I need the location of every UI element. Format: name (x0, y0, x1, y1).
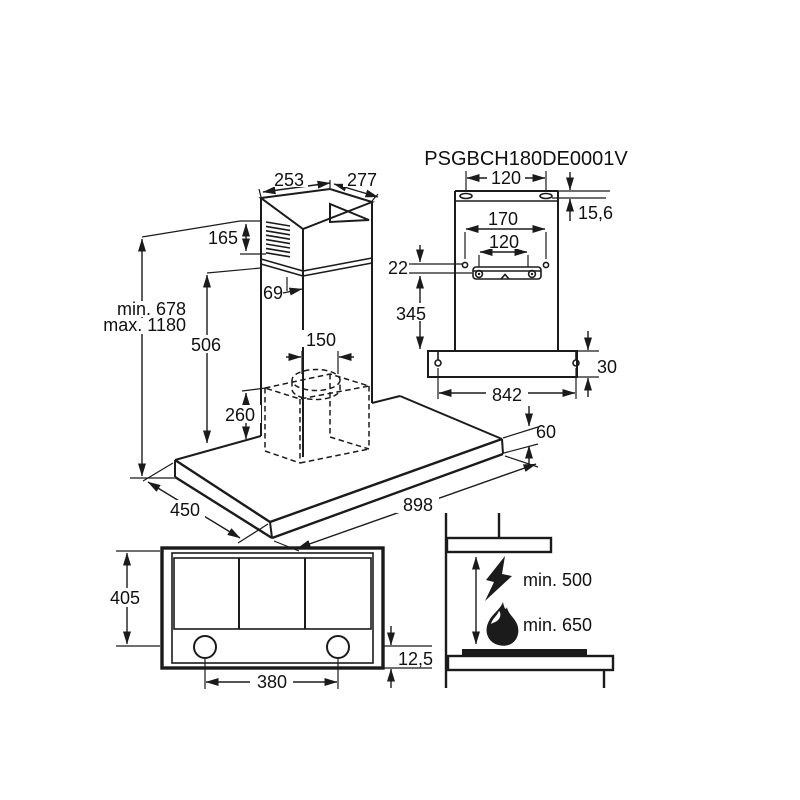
dim-lower-chimney-label: 506 (191, 335, 221, 355)
lightning-icon (485, 556, 512, 601)
motor-box-hidden (262, 373, 370, 464)
dim-top-slot-offset-label: 15,6 (578, 203, 613, 223)
dim-wall-hole-spacing: 170 (464, 209, 547, 259)
gas-clearance-label: min. 650 (523, 615, 592, 635)
hood-underside (160, 546, 385, 670)
mounting-bracket (472, 266, 542, 280)
dim-lamp-inset: 12,5 (383, 626, 433, 688)
dim-duct-diameter: 150 (286, 330, 354, 374)
rear-canopy (427, 350, 580, 378)
lamp-left-icon (193, 635, 217, 659)
duct-collar-hidden (291, 368, 341, 401)
dim-canopy-hole-spacing-label: 842 (492, 385, 522, 405)
dim-canopy-thickness: 60 (502, 406, 556, 467)
dim-top-slot-spacing: 120 (465, 168, 547, 190)
dim-wall-hole-spacing-label: 170 (488, 209, 518, 229)
dim-motor-box-label: 260 (225, 405, 255, 425)
telescopic-joint (260, 257, 373, 277)
dim-upper-chimney-label: 165 (208, 228, 238, 248)
model-number-label: PSGBCH180DE0001V (424, 148, 628, 170)
chimney-duct (258, 187, 376, 457)
dim-rear-canopy-thickness: 30 (577, 331, 617, 397)
dim-top-slot-spacing-label: 120 (491, 168, 521, 188)
flame-icon (486, 602, 519, 646)
dim-lower-chimney: 506 (186, 267, 262, 444)
dim-body-depth: 405 (103, 550, 160, 647)
dim-duct-diameter-label: 150 (306, 330, 336, 350)
counter-slab (446, 654, 615, 672)
rear-view: PSGBCH180DE0001V 120 15,6 (388, 148, 628, 405)
dim-top-depth-label: 253 (274, 170, 304, 190)
dim-canopy-width-label: 898 (403, 495, 433, 515)
dim-height-max-label: max. 1180 (103, 315, 186, 335)
dim-height-min-label: min. 678 (117, 299, 186, 319)
dim-top-depth: 253 (258, 170, 331, 198)
electric-clearance-label: min. 500 (523, 570, 592, 590)
dim-top-width: 277 (333, 170, 381, 202)
dim-lamp-spacing: 380 (204, 659, 339, 692)
dim-bracket-drop: 22 (388, 245, 472, 278)
dim-lamp-spacing-label: 380 (257, 672, 287, 692)
dim-bracket-slot-spacing: 120 (478, 232, 529, 267)
lamp-right-icon (326, 635, 350, 659)
dim-front-offset-label: 69 (263, 283, 283, 303)
dim-bracket-slot-spacing-label: 120 (489, 232, 519, 252)
perspective-view: 253 277 165 69 min (93, 170, 556, 552)
dim-front-offset: 69 (263, 277, 304, 303)
dim-mounting-height: min. 678 max. 1180 (93, 220, 241, 479)
cooktop-section (446, 649, 615, 688)
dim-rear-canopy-thickness-label: 30 (597, 357, 617, 377)
clearance-view: min. 500 min. 650 (444, 513, 615, 688)
vent-grille-icon (265, 221, 291, 258)
wall-plug-holes (461, 261, 550, 269)
hood-canopy-section (445, 536, 553, 554)
dim-canopy-width: 898 (273, 455, 539, 552)
dim-bracket-to-canopy-label: 345 (396, 304, 426, 324)
dim-canopy-thickness-label: 60 (536, 422, 556, 442)
dim-top-width-label: 277 (347, 170, 377, 190)
dim-body-depth-label: 405 (110, 588, 140, 608)
dim-bracket-to-canopy: 345 (391, 275, 432, 350)
rear-chimney (454, 190, 559, 351)
bottom-view: 405 380 12,5 (103, 546, 433, 692)
dim-top-slot-offset: 15,6 (552, 172, 613, 223)
dim-canopy-hole-spacing: 842 (437, 368, 577, 405)
dim-upper-chimney: 165 (208, 220, 266, 255)
dim-canopy-depth: 450 (142, 462, 269, 544)
dim-bracket-drop-label: 22 (388, 258, 408, 278)
dim-motor-box: 260 (221, 387, 267, 440)
hob-surface (462, 649, 587, 656)
dim-canopy-depth-label: 450 (170, 500, 200, 520)
dim-lamp-inset-label: 12,5 (398, 649, 433, 669)
